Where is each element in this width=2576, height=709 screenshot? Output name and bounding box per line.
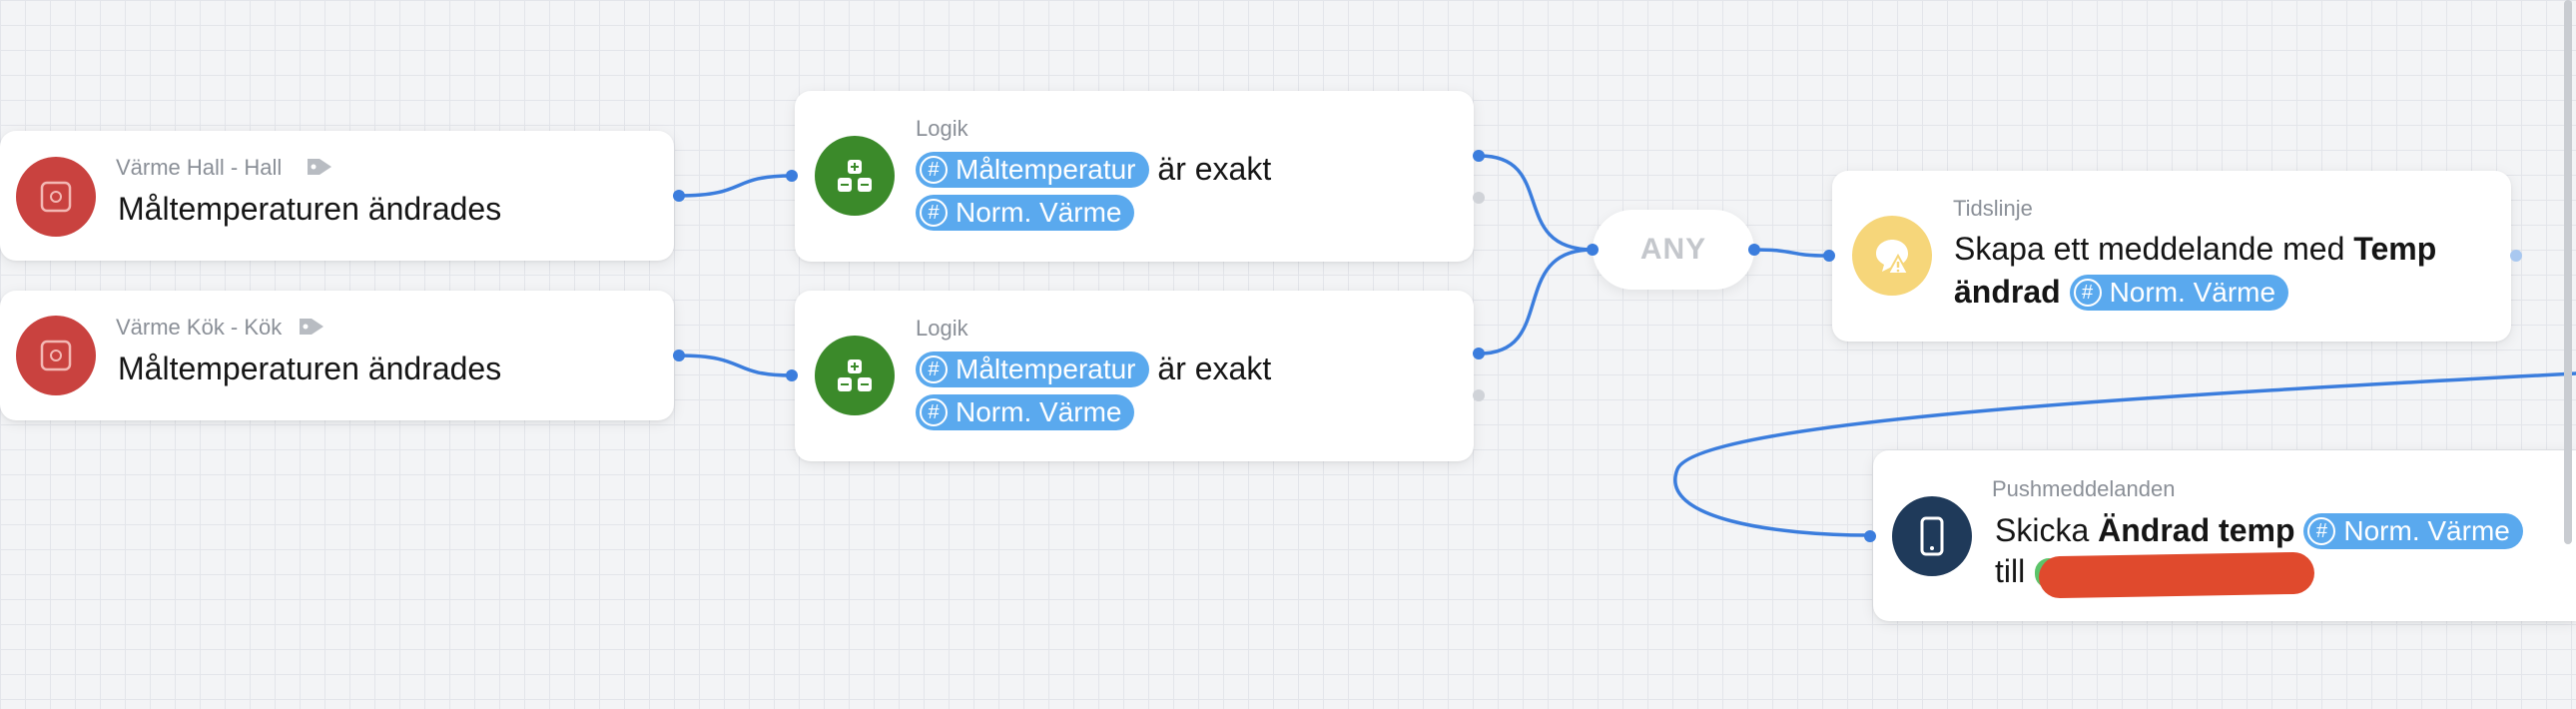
false-output-port[interactable] — [1473, 389, 1485, 401]
variable-pill[interactable]: # Norm. Värme — [916, 393, 1135, 430]
pill-label: Måltemperatur — [956, 353, 1136, 384]
output-port[interactable] — [673, 350, 685, 361]
timeline-subtitle: Tidslinje — [1953, 196, 2033, 221]
logic-condition-line-1: # Måltemperatur är exakt — [916, 149, 1271, 188]
logic-condition-line-2: # Norm. Värme — [916, 391, 1135, 430]
wire-any-to-timeline — [1752, 248, 1829, 258]
variable-pill[interactable]: #Norm. Värme — [2069, 274, 2289, 311]
timeline-message-line-1: Skapa ett meddelande med Temp — [1954, 231, 2436, 268]
input-port[interactable] — [1864, 530, 1876, 542]
push-text: Skicka — [1995, 512, 2090, 549]
timeline-text: Skapa ett meddelande med — [1954, 231, 2345, 267]
pill-label: Norm. Värme — [2343, 514, 2510, 546]
hash-icon: # — [2307, 516, 2336, 545]
timeline-card[interactable]: Tidslinje Skapa ett meddelande med Temp … — [1823, 171, 2522, 342]
push-message-line-2: till — [1995, 553, 2025, 590]
logic-operator: är exakt — [1157, 351, 1272, 387]
logic-subtitle: Logik — [916, 116, 968, 141]
logic-operator: är exakt — [1157, 151, 1272, 188]
push-card[interactable]: Pushmeddelanden Skicka Ändrad temp #Norm… — [1864, 450, 2576, 621]
pill-label: Norm. Värme — [2109, 276, 2276, 308]
timeline-bold-text: ändrad — [1954, 274, 2061, 311]
input-port[interactable] — [786, 369, 798, 381]
output-port[interactable] — [2510, 250, 2522, 262]
variable-pill[interactable]: # Norm. Värme — [916, 194, 1135, 231]
true-output-port[interactable] — [1473, 150, 1485, 162]
wire-logic-bottom-to-any — [1478, 248, 1595, 355]
push-text: till — [1995, 553, 2026, 589]
push-message-line-1: Skicka Ändrad temp #Norm. Värme — [1995, 510, 2523, 549]
variable-pill[interactable]: # Måltemperatur — [916, 151, 1149, 188]
thermostat-icon — [16, 157, 96, 237]
wire-kok-to-logic-bottom — [677, 354, 794, 377]
trigger-card-hall[interactable]: Värme Hall - Hall Måltemperaturen ändrad… — [0, 131, 685, 261]
hash-icon: # — [920, 198, 948, 227]
thermostat-icon — [16, 316, 96, 395]
tag-icon — [300, 319, 323, 335]
trigger-subtitle: Värme Kök - Kök — [116, 315, 283, 340]
timeline-message-line-2: ändrad #Norm. Värme — [1954, 272, 2289, 311]
true-output-port[interactable] — [1473, 348, 1485, 359]
trigger-title: Måltemperaturen ändrades — [118, 351, 502, 386]
logic-subtitle: Logik — [916, 316, 968, 341]
variable-pill[interactable]: #Norm. Värme — [2303, 512, 2523, 549]
hash-icon: # — [920, 155, 948, 184]
logic-condition-line-1: # Måltemperatur är exakt — [916, 349, 1271, 387]
hash-icon: # — [920, 397, 948, 426]
logic-card-top[interactable]: Logik # Måltemperatur är exakt # Norm. Vär… — [786, 91, 1485, 262]
calculator-icon — [815, 336, 895, 415]
any-node[interactable]: ANY — [1593, 210, 1754, 290]
pill-label: Norm. Värme — [956, 395, 1122, 427]
any-input-port[interactable] — [1587, 244, 1599, 256]
calculator-icon — [815, 136, 895, 216]
logic-condition-line-2: # Norm. Värme — [916, 192, 1135, 231]
timeline-bold-text: Temp — [2353, 231, 2437, 267]
vertical-scrollbar[interactable] — [2564, 0, 2572, 544]
trigger-title: Måltemperaturen ändrades — [118, 191, 502, 227]
trigger-subtitle: Värme Hall - Hall — [116, 155, 283, 180]
variable-pill[interactable]: # Måltemperatur — [916, 351, 1149, 387]
push-subtitle: Pushmeddelanden — [1992, 476, 2176, 501]
hash-icon: # — [2073, 278, 2102, 307]
redaction-scribble — [2038, 551, 2315, 599]
timeline-alert-icon — [1852, 216, 1932, 296]
output-port[interactable] — [673, 190, 685, 202]
wire-hall-to-logic-top — [677, 174, 794, 198]
input-port[interactable] — [1823, 250, 1835, 262]
any-output-port[interactable] — [1748, 244, 1760, 256]
hash-icon: # — [920, 354, 948, 383]
push-bold-text: Ändrad temp — [2098, 512, 2295, 549]
pill-label: Norm. Värme — [956, 196, 1122, 228]
input-port[interactable] — [786, 170, 798, 182]
false-output-port[interactable] — [1473, 192, 1485, 204]
tag-icon — [308, 159, 331, 175]
wire-timeline-to-push — [1673, 371, 2576, 537]
pill-label: Måltemperatur — [956, 153, 1136, 185]
phone-icon — [1892, 496, 1972, 576]
trigger-card-kok[interactable]: Värme Kök - Kök Måltemperaturen ändrades — [0, 291, 685, 420]
wire-logic-top-to-any — [1478, 154, 1595, 252]
logic-card-bottom[interactable]: Logik # Måltemperatur är exakt # Norm. Vär… — [786, 291, 1485, 461]
